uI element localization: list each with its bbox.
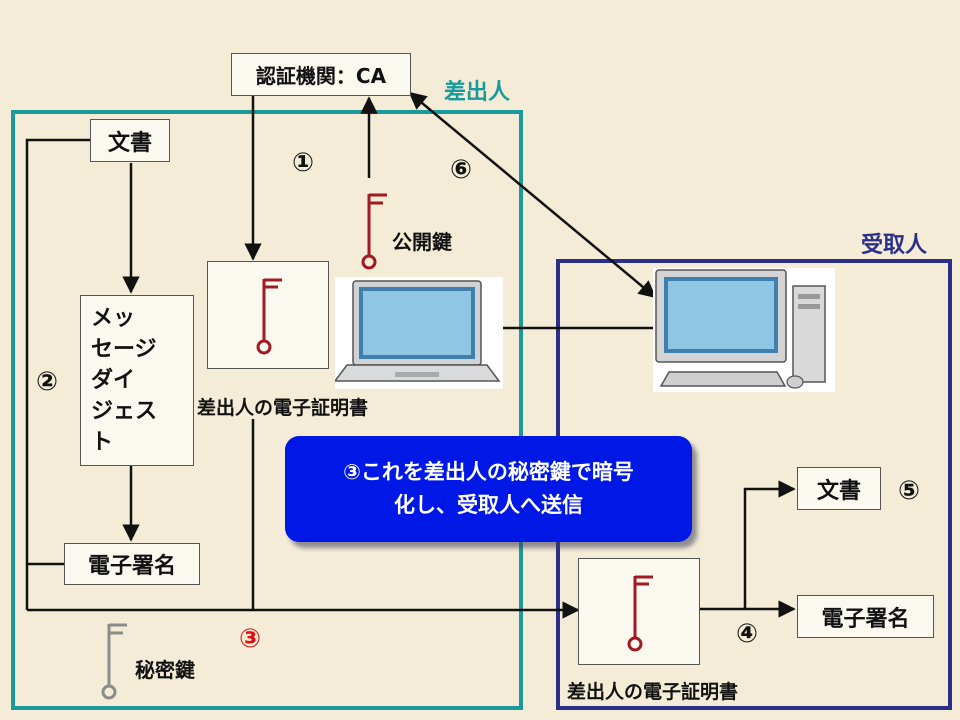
receiver-label: 受取人 xyxy=(861,233,928,258)
digest-line: メッ xyxy=(91,306,136,331)
private-key-icon xyxy=(101,623,127,700)
sender-cert-label: 差出人の電子証明書 xyxy=(197,397,369,419)
receiver-certificate-box xyxy=(578,558,700,665)
ca-label: 認証機関：CA xyxy=(255,64,387,88)
ca-pc-double-arrow xyxy=(408,91,657,299)
red-key-icon xyxy=(256,278,282,355)
receiver-document-label: 文書 xyxy=(816,478,861,504)
receiver-document-box: 文書 xyxy=(797,467,881,510)
public-key-label: 公開鍵 xyxy=(392,230,452,254)
red-key-icon xyxy=(627,575,653,651)
document-left-loop xyxy=(25,138,90,610)
desktop-pc-icon xyxy=(653,268,835,392)
step-2-label: ② xyxy=(36,367,59,397)
step-4-label: ④ xyxy=(736,619,759,649)
receiver-signature-box: 電子署名 xyxy=(797,595,934,638)
sender-document-label: 文書 xyxy=(107,130,152,156)
digest-line: セージ xyxy=(91,337,157,362)
step-1-label: ① xyxy=(292,148,315,178)
step-6-label: ⑥ xyxy=(450,155,473,185)
sender-signature-box: 電子署名 xyxy=(64,543,200,585)
callout-line-2: 化し、受取人へ送信 xyxy=(394,493,583,517)
step-3-callout: ③これを差出人の秘密鍵で暗号 化し、受取人へ送信 xyxy=(285,436,692,542)
callout-line-1: ③これを差出人の秘密鍵で暗号 xyxy=(343,460,634,484)
ca-box: 認証機関：CA xyxy=(231,53,411,96)
sender-certificate-box xyxy=(207,261,329,369)
sender-frame xyxy=(11,110,523,710)
step-3-label: ③ xyxy=(239,624,262,654)
sender-document-box: 文書 xyxy=(90,119,170,162)
laptop-icon xyxy=(335,277,503,389)
receiver-cert-label: 差出人の電子証明書 xyxy=(567,681,739,703)
sender-signature-label: 電子署名 xyxy=(87,554,176,579)
digest-line: ジェス xyxy=(91,399,158,424)
step-5-label: ⑤ xyxy=(898,476,921,506)
digest-line: ダイ xyxy=(91,368,136,393)
message-digest-box: メッ セージ ダイ ジェス ト xyxy=(80,295,194,466)
public-key-icon xyxy=(361,193,387,270)
sender-label: 差出人 xyxy=(444,80,511,105)
private-key-label: 秘密鍵 xyxy=(135,658,195,682)
digest-line: ト xyxy=(91,430,114,455)
receiver-signature-label: 電子署名 xyxy=(821,606,910,632)
to-receiver-document-arrow xyxy=(743,480,796,609)
